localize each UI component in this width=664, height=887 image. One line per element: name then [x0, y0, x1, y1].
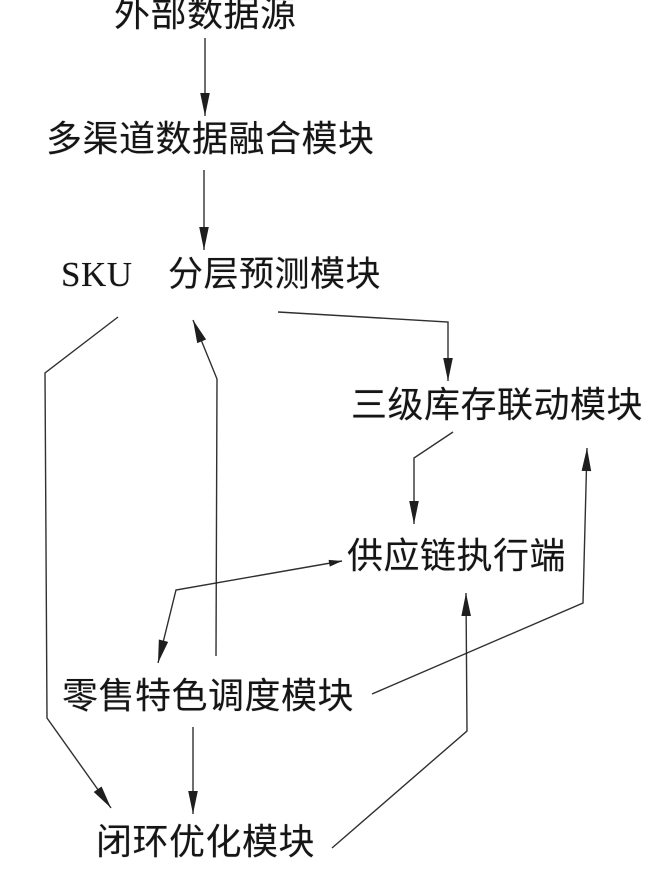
edge-sku-hierarchical-forecast-module-to-three-tier-inventory-linkage-module: [277, 311, 453, 381]
node-retail-feature-scheduling-module: 零售特色调度模块: [62, 676, 355, 716]
node-supply-chain-execution-end: 供应链执行端: [347, 536, 567, 576]
node-closed-loop-optimization-module: 闭环优化模块: [96, 822, 316, 862]
edge-sku-hierarchical-forecast-module-to-closed-loop-optimization-module: [44, 316, 119, 809]
edge-closed-loop-optimization-module-to-supply-chain-execution-end: [331, 592, 471, 849]
edge-retail-feature-scheduling-module-to-three-tier-inventory-linkage-module: [371, 447, 592, 695]
node-three-tier-inventory-linkage-module: 三级库存联动模块: [351, 385, 644, 425]
edge-supply-chain-execution-end-to-retail-feature-scheduling-module: [157, 559, 343, 664]
node-multi-channel-data-fusion-module: 多渠道数据融合模块: [46, 119, 375, 159]
node-sku-hierarchical-forecast-module: SKU 分层预测模块: [61, 255, 382, 294]
edge-three-tier-inventory-linkage-module-to-supply-chain-execution-end: [409, 431, 454, 524]
node-external-data-source: 外部数据源: [114, 0, 297, 34]
edge-retail-feature-scheduling-module-to-sku-hierarchical-forecast-module: [192, 319, 218, 657]
